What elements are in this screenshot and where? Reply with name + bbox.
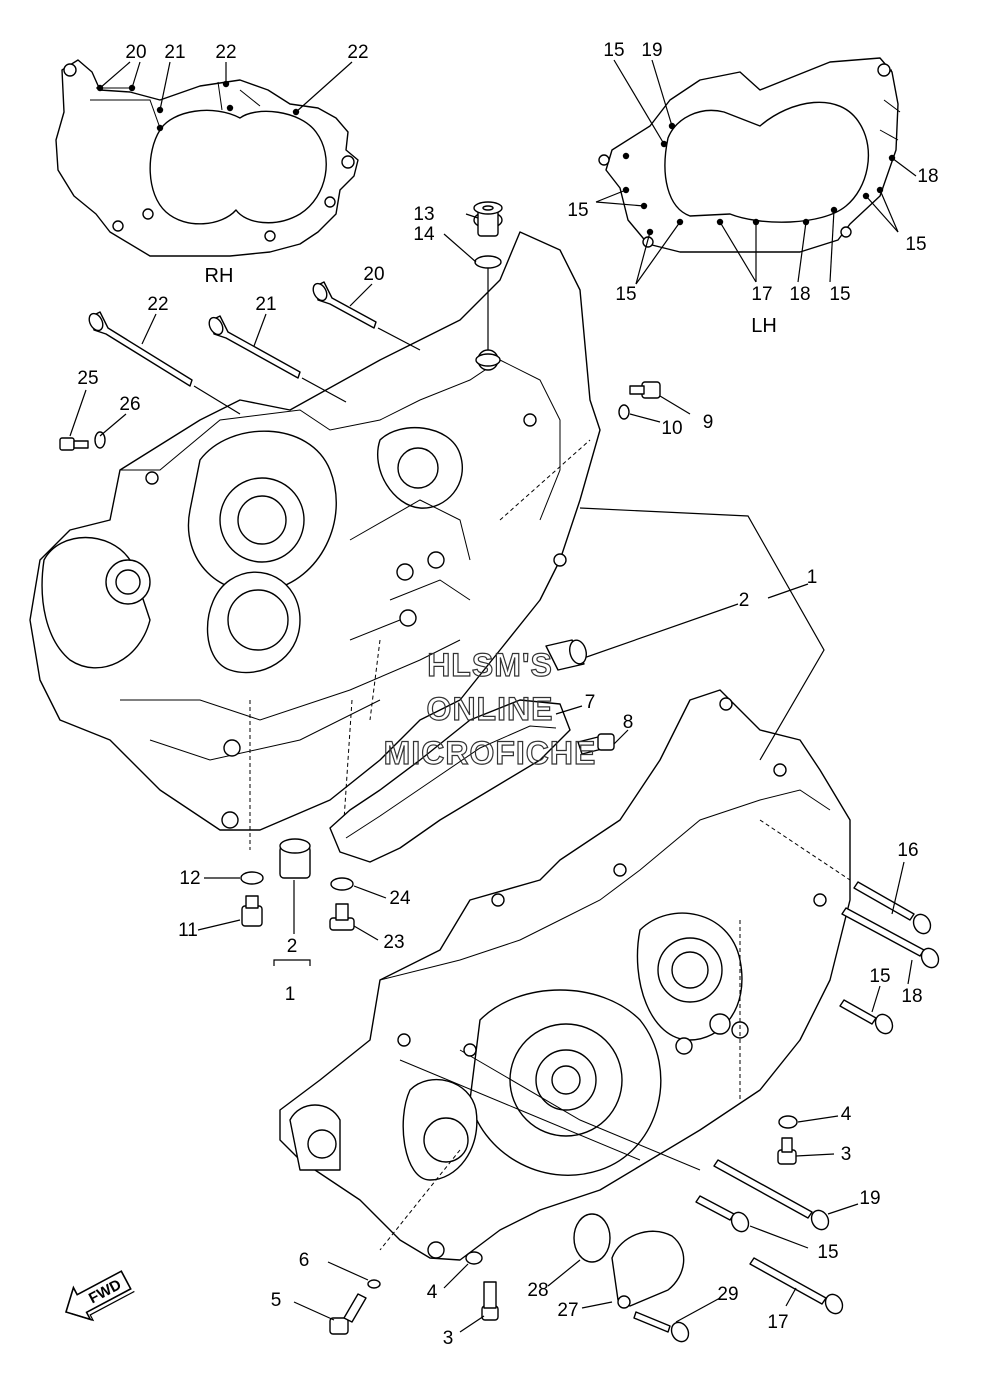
watermark-line-1: HLSM'S xyxy=(427,647,553,683)
watermark-line-2: ONLINE xyxy=(427,691,554,727)
callout-29: 29 xyxy=(717,1284,738,1305)
dowel-pin xyxy=(545,639,587,671)
callout-9: 9 xyxy=(703,412,714,433)
callout-1: 1 xyxy=(807,567,818,588)
bolt-18 xyxy=(841,907,940,969)
callout-21: 21 xyxy=(164,42,185,63)
washer-4 xyxy=(465,1251,483,1265)
oil-strainer-cover xyxy=(329,699,571,863)
lh-label: LH xyxy=(751,315,777,337)
callout-15: 15 xyxy=(829,284,850,305)
bolt-9 xyxy=(629,381,661,399)
callout-24: 24 xyxy=(389,888,411,909)
callout-16: 16 xyxy=(897,840,918,861)
crankcase-left-half xyxy=(279,689,851,1261)
callout-23: 23 xyxy=(383,932,404,953)
bolt-15 xyxy=(695,1195,750,1233)
callout-22: 22 xyxy=(147,294,168,315)
callout-2: 2 xyxy=(287,936,298,957)
breather-cap xyxy=(473,201,503,237)
bolt-23 xyxy=(329,903,355,931)
callout-2: 2 xyxy=(739,590,750,611)
washer-10 xyxy=(618,404,630,420)
callout-15: 15 xyxy=(869,966,890,987)
bolt-21 xyxy=(208,315,347,403)
assembly-bracket-1 xyxy=(579,507,825,761)
callout-15: 15 xyxy=(567,200,588,221)
callout-19: 19 xyxy=(641,40,662,61)
callout-22: 22 xyxy=(347,42,368,63)
washer-6 xyxy=(367,1279,381,1289)
callout-11: 11 xyxy=(178,920,198,941)
callout-25: 25 xyxy=(77,368,98,389)
callout-28: 28 xyxy=(527,1280,548,1301)
watermark-line-3: MICROFICHE xyxy=(384,735,597,771)
bolt-3 xyxy=(777,1137,797,1165)
bolt-22 xyxy=(88,311,241,415)
callout-26: 26 xyxy=(119,394,140,415)
rh-inset-drawing xyxy=(55,59,359,257)
callout-22: 22 xyxy=(215,42,236,63)
o-ring-28 xyxy=(573,1213,611,1263)
callout-15: 15 xyxy=(905,234,926,255)
watermark: HLSM'S ONLINE MICROFICHE xyxy=(383,646,597,771)
callout-17: 17 xyxy=(767,1312,788,1333)
callout-13: 13 xyxy=(413,204,434,225)
bolt-17 xyxy=(749,1257,844,1315)
bolt-29 xyxy=(633,1311,690,1343)
callout-18: 18 xyxy=(901,986,922,1007)
callout-20: 20 xyxy=(363,264,384,285)
callout-14: 14 xyxy=(413,224,435,245)
callout-6: 6 xyxy=(299,1250,310,1271)
callout-12: 12 xyxy=(179,868,200,889)
washer-26 xyxy=(94,431,106,449)
bolt-25 xyxy=(59,437,89,451)
callout-15: 15 xyxy=(817,1242,838,1263)
callout-20: 20 xyxy=(125,42,146,63)
leader-lines xyxy=(69,213,913,1333)
washer-24 xyxy=(330,877,354,891)
bolt-15 xyxy=(839,999,894,1035)
bolt-19 xyxy=(713,1159,830,1231)
dowel-pin xyxy=(279,838,311,879)
callout-18: 18 xyxy=(789,284,810,305)
callout-17: 17 xyxy=(751,284,772,305)
callout-3: 3 xyxy=(443,1328,454,1349)
washer-4 xyxy=(778,1115,798,1129)
callout-5: 5 xyxy=(271,1290,282,1311)
cover-27 xyxy=(611,1230,685,1309)
lh-inset-drawing xyxy=(595,57,917,285)
callout-4: 4 xyxy=(841,1104,852,1125)
callout-1: 1 xyxy=(285,984,296,1005)
bolt-3 xyxy=(481,1281,499,1321)
o-ring xyxy=(474,255,502,269)
callout-18: 18 xyxy=(917,166,938,187)
crankcase-right-half xyxy=(29,231,601,851)
callout-21: 21 xyxy=(255,294,276,315)
callout-7: 7 xyxy=(585,692,596,713)
bolt-16 xyxy=(853,881,932,935)
fwd-arrow-icon: FWD xyxy=(64,1270,135,1322)
washer-12 xyxy=(240,871,264,885)
callout-27: 27 xyxy=(557,1300,578,1321)
callout-10: 10 xyxy=(661,418,682,439)
callout-3: 3 xyxy=(841,1144,852,1165)
callout-4: 4 xyxy=(427,1282,438,1303)
bolt-20 xyxy=(312,281,421,351)
callout-19: 19 xyxy=(859,1188,880,1209)
bolt-11 xyxy=(241,895,263,927)
callout-15: 15 xyxy=(603,40,624,61)
bolt-8 xyxy=(577,733,615,755)
bolt-5 xyxy=(329,1293,367,1335)
callout-15: 15 xyxy=(615,284,636,305)
rh-label: RH xyxy=(205,265,234,287)
callout-8: 8 xyxy=(623,712,634,733)
